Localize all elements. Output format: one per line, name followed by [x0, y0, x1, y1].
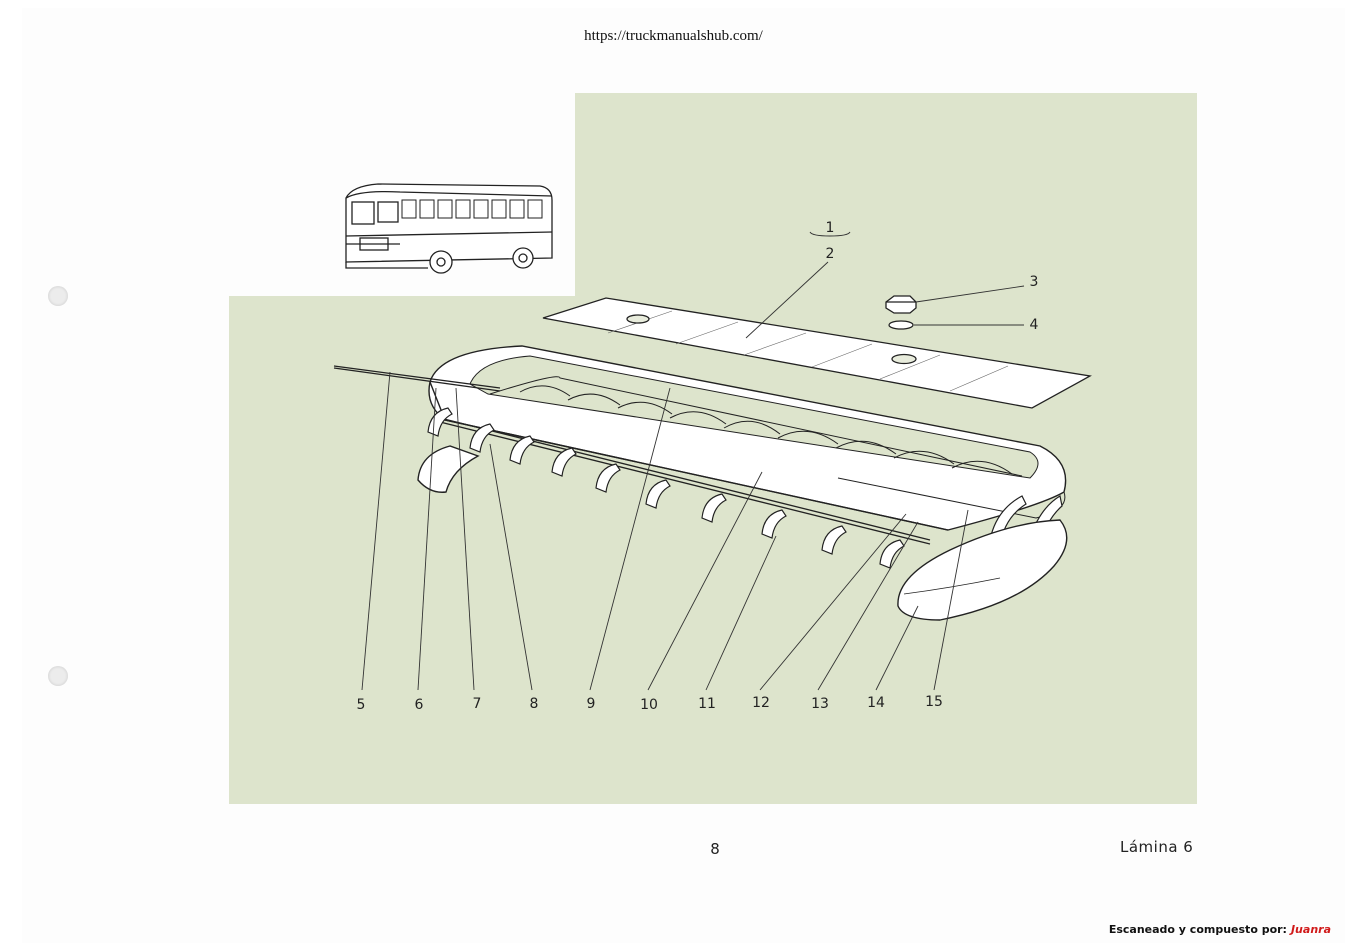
binder-hole-top [48, 286, 68, 306]
roof-frame [428, 345, 1067, 531]
part-label-15: 15 [925, 694, 943, 710]
part-label-12: 12 [752, 695, 770, 711]
credit-author: Juanra [1290, 923, 1331, 936]
leader-lines [361, 231, 1025, 691]
part-label-13: 13 [811, 696, 829, 712]
part-label-11: 11 [698, 696, 716, 712]
bus-thumbnail [345, 183, 553, 274]
part-labels: 1 2 3 4 5 6 7 8 9 10 11 12 13 14 15 [357, 220, 1039, 713]
hex-nut [885, 295, 917, 314]
scan-credit: Escaneado y compuesto por:Juanra [1109, 923, 1331, 936]
part-label-14: 14 [867, 695, 885, 711]
page-number: 8 [710, 840, 720, 858]
part-label-8: 8 [530, 696, 539, 712]
part-label-6: 6 [415, 697, 424, 713]
part-label-1: 1 [826, 220, 835, 236]
part-label-9: 9 [587, 696, 596, 712]
source-url[interactable]: https://truckmanualshub.com/ [584, 28, 763, 44]
part-label-7: 7 [473, 696, 482, 712]
credit-label: Escaneado y compuesto por: [1108, 923, 1287, 936]
washer [888, 320, 914, 330]
part-label-10: 10 [640, 697, 658, 713]
part-label-2: 2 [826, 246, 835, 262]
part-label-3: 3 [1030, 274, 1039, 290]
plate-label: Lámina 6 [1120, 838, 1194, 856]
part-label-4: 4 [1030, 317, 1039, 333]
binder-hole-bottom [48, 666, 68, 686]
end-caps [417, 445, 1068, 621]
roof-panel [542, 297, 1092, 409]
part-label-5: 5 [357, 697, 366, 713]
